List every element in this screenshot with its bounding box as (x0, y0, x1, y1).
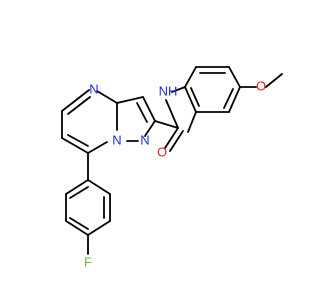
bond-amide-carbonyl-c (154, 120, 179, 129)
molecule-structure: N N N NH O O F (61, 66, 283, 269)
bond-aryl-6b (190, 87, 200, 107)
nitrogen-pyrazole-label: N (140, 132, 149, 147)
bond-aryl-1 (184, 66, 197, 88)
bond-amide-o-1 (164, 127, 179, 149)
bond-fluorophenyl-6 (87, 179, 111, 195)
bond-pyrimidine-2b (67, 96, 91, 115)
nitrogen-pyrimidine-label: N (89, 81, 98, 96)
bond-methoxy-c (265, 73, 283, 88)
bond-fluorophenyl-3 (65, 220, 89, 236)
methoxy-oxygen-label: O (256, 78, 266, 93)
bond-fluorophenyl-3b (69, 217, 89, 230)
bond-pyrimidine-5b (67, 134, 89, 147)
bond-fluorophenyl-1b (69, 186, 89, 199)
bond-n-aryl (171, 86, 186, 93)
bond-amide-o-2 (169, 130, 184, 152)
bond-aryl-3 (228, 66, 241, 88)
amide-nitrogen-label: NH (159, 83, 178, 98)
bond-pyrazole-1 (116, 96, 144, 104)
bond-pyrimidine-2 (61, 89, 90, 112)
bond-methyl (187, 111, 197, 133)
nitrogen-bridgehead-label: N (112, 132, 121, 147)
bond-aryl-6 (184, 86, 197, 113)
bonds (61, 66, 283, 255)
bond-fluorophenyl-1 (65, 179, 89, 195)
carbonyl-oxygen-label: O (157, 144, 167, 159)
atom-labels: N N N NH O O F (84, 78, 266, 269)
bond-pyrazole-3 (144, 120, 156, 137)
bond-pyrimidine-6 (87, 141, 108, 154)
bond-amide-n (165, 99, 179, 129)
bond-pyrimidine-5 (61, 137, 89, 154)
fluorine-label: F (84, 254, 92, 269)
bond-pyrazole-2b (136, 102, 148, 123)
bond-aryl-4b (223, 88, 234, 109)
bond-pyrimidine-3 (96, 90, 118, 104)
bond-fluorophenyl-4 (87, 220, 111, 236)
bond-pyrazole-2 (142, 96, 156, 122)
bond-aryl-4 (228, 86, 241, 113)
